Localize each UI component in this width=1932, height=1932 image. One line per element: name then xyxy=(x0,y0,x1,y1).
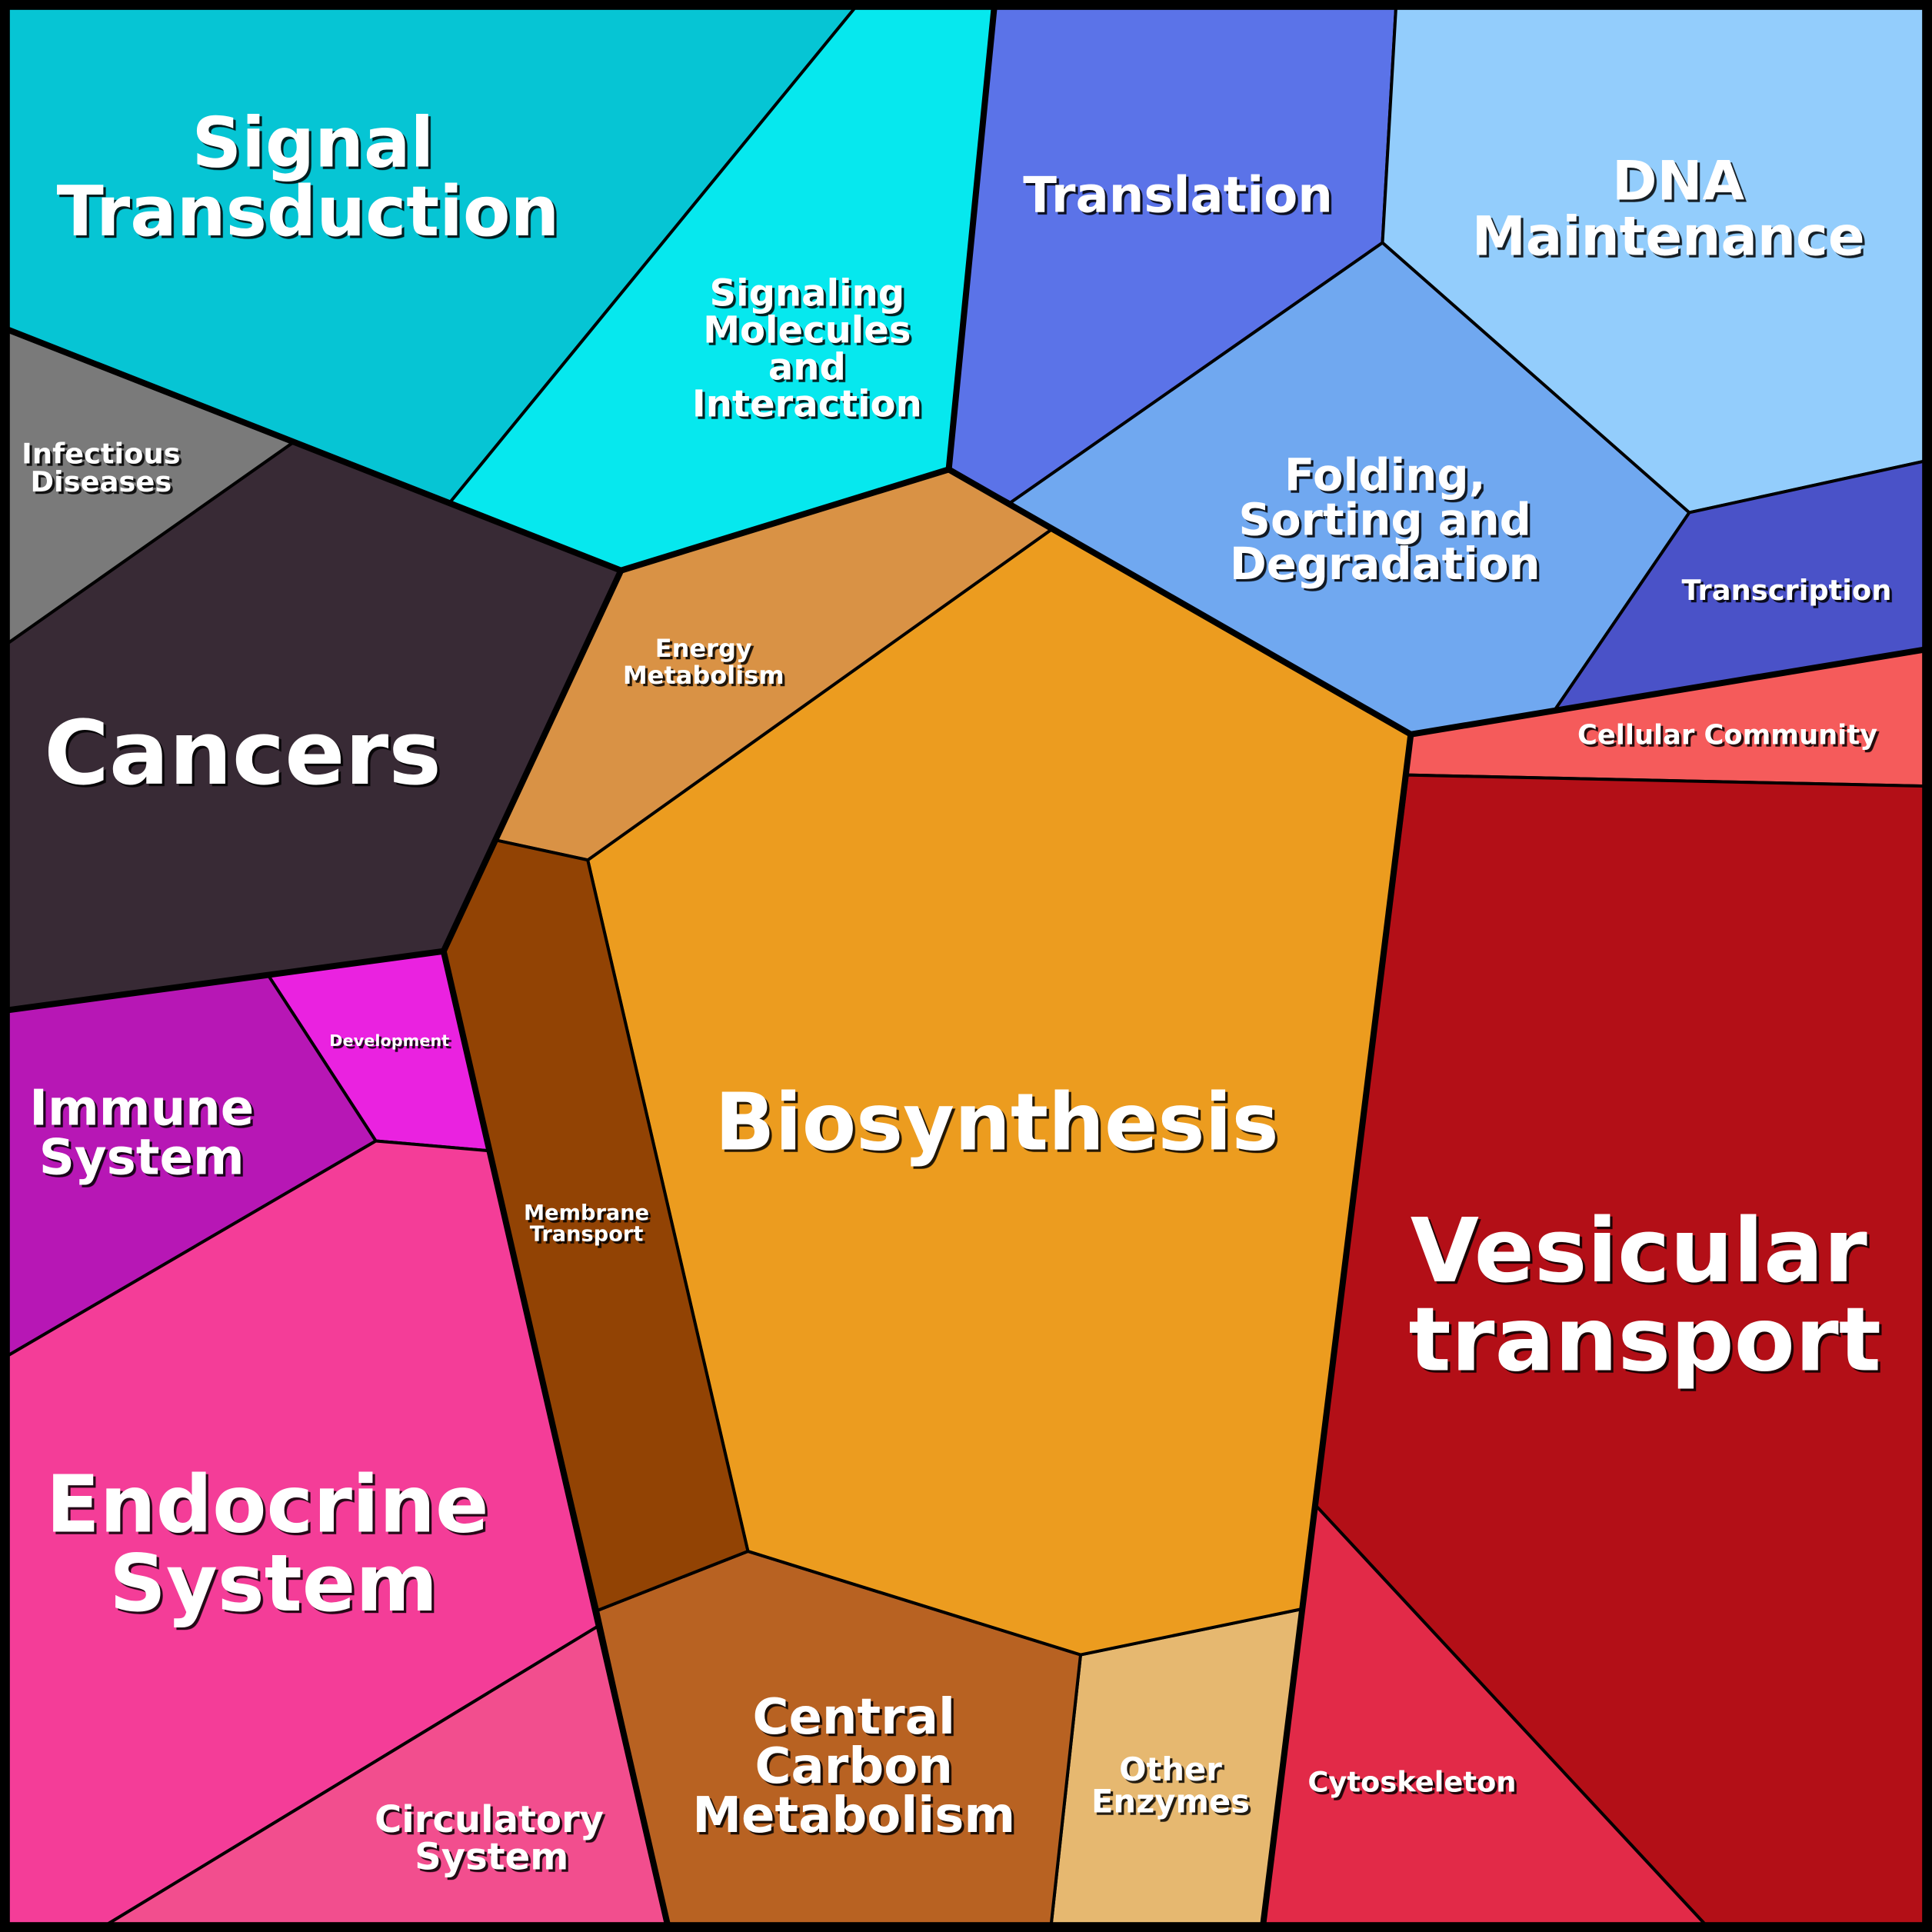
cells xyxy=(5,5,1927,1927)
label-translation: Translation xyxy=(1023,168,1333,225)
label-cellular-community: Cellular Community xyxy=(1577,720,1877,751)
label-development: Development xyxy=(329,1031,449,1050)
label-cytoskeleton: Cytoskeleton xyxy=(1307,1765,1516,1798)
label-transcription: Transcription xyxy=(1681,574,1891,607)
label-cancers: Cancers xyxy=(44,702,441,805)
label-biosynthesis: Biosynthesis xyxy=(715,1078,1278,1169)
